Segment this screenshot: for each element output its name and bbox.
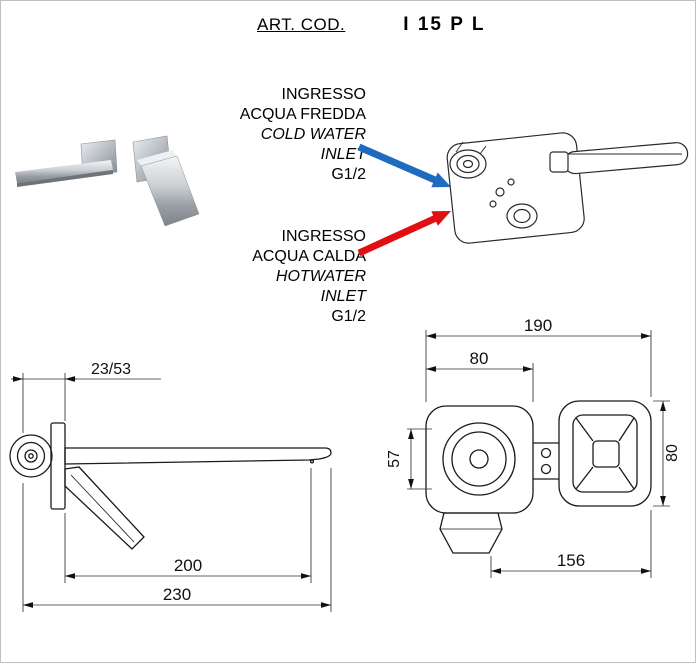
sv-aerator — [309, 459, 315, 464]
header: ART. COD. I 15 P L — [257, 14, 485, 36]
illu-spout-base — [549, 151, 569, 173]
photo-spout-blade — [15, 160, 113, 183]
dim-total-label: 230 — [163, 585, 191, 604]
hot-inlet-line2: ACQUA CALDA — [252, 248, 366, 265]
illu-screw — [489, 200, 497, 208]
photo-handle-top — [137, 150, 177, 166]
product-photo — [15, 135, 200, 227]
sv-handle — [64, 466, 145, 550]
art-cod-label: ART. COD. — [257, 15, 346, 34]
photo-spout-edge — [17, 170, 113, 187]
dim-spacing-label: 156 — [557, 551, 585, 570]
photo-handle-lever — [140, 155, 200, 227]
mixer-body-illustration — [446, 132, 689, 244]
illu-spout-arm — [563, 142, 689, 175]
dim-width-total-label: 190 — [524, 316, 552, 335]
sv-valve-body — [9, 434, 53, 478]
hot-inlet-line1: INGRESSO — [281, 228, 366, 245]
side-view-drawing: 23/53 200 230 — [9, 361, 332, 612]
cold-inlet-label: INGRESSO ACQUA FREDDA COLD WATER INLET G… — [146, 85, 366, 185]
hot-inlet-label: INGRESSO ACQUA CALDA HOTWATER INLET G1/2 — [146, 227, 366, 327]
dim-reach-label: 200 — [174, 556, 202, 575]
fv-spout-opening — [592, 440, 620, 468]
dim-offset-label: 23/53 — [91, 361, 131, 378]
cold-inlet-line1: INGRESSO — [281, 86, 366, 103]
cold-inlet-line2: ACQUA FREDDA — [239, 106, 366, 123]
illu-mounting-plate — [446, 132, 585, 244]
sv-wall-plate — [50, 422, 66, 510]
dim-height-valve-label: 57 — [386, 450, 403, 468]
cold-inlet-thread: G1/2 — [331, 166, 366, 183]
dim-width-plate-label: 80 — [470, 349, 489, 368]
fv-screw — [540, 447, 552, 459]
illu-screw — [495, 187, 505, 197]
fv-handle-plate — [425, 405, 534, 514]
hot-inlet-thread: G1/2 — [331, 308, 366, 325]
fv-spout-plate — [558, 400, 652, 507]
hot-inlet-line4: INLET — [320, 288, 366, 305]
inlet-arrows — [357, 143, 451, 257]
illu-screw — [507, 178, 515, 186]
hot-inlet-arrow-icon — [357, 211, 451, 257]
dim-height-plate-label: 80 — [664, 444, 681, 462]
fv-handle-front — [439, 512, 503, 554]
sv-spout — [64, 447, 332, 465]
cold-inlet-arrow-icon — [357, 143, 451, 188]
fv-valve-escutcheon — [442, 422, 516, 496]
front-view-drawing: 190 80 57 80 156 — [386, 316, 681, 578]
hot-inlet-line3: HOTWATER — [275, 268, 366, 285]
art-code: I 15 P L — [403, 14, 486, 35]
cold-inlet-line4: INLET — [320, 146, 366, 163]
fv-screw — [540, 463, 552, 475]
cold-inlet-line3: COLD WATER — [260, 126, 366, 143]
